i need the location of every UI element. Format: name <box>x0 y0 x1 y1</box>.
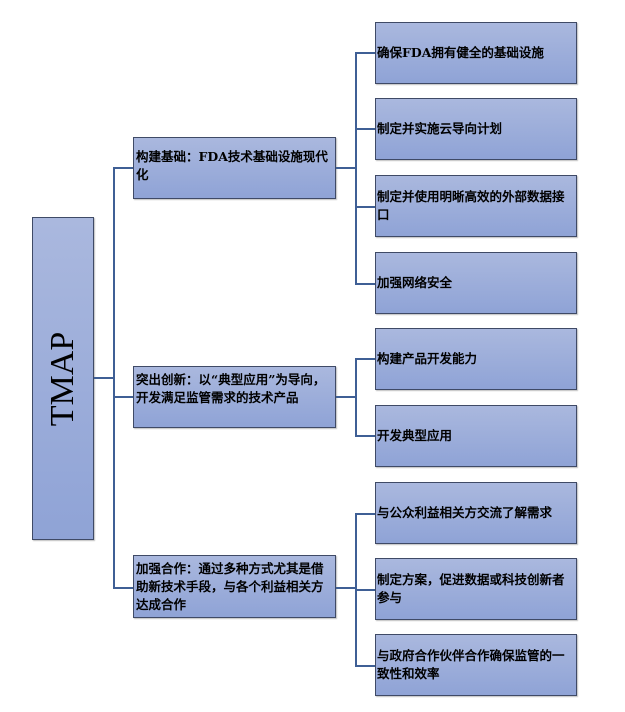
connector-leaf-3-2 <box>355 589 375 591</box>
leaf-label: 确保FDA拥有健全的基础设施 <box>377 45 544 60</box>
root-node-tmap: TMAP <box>32 217 94 540</box>
connector-branch-2-out <box>336 396 356 398</box>
branch-label: 加强合作：通过多种方式尤其是借助新技术手段，与各个利益相关方达成合作 <box>136 561 324 612</box>
leaf-node-typical-application: 开发典型应用 <box>375 405 577 467</box>
connector-branch-1-trunk <box>355 52 357 284</box>
leaf-node-innovator-participation: 制定方案，促进数据或科技创新者参与 <box>375 558 577 620</box>
connector-trunk-branch-3 <box>113 587 133 589</box>
leaf-node-cloud-plan: 制定并实施云导向计划 <box>375 98 577 160</box>
branch-label: 构建基础：FDA技术基础设施现代化 <box>136 149 328 182</box>
branch-node-build-foundation: 构建基础：FDA技术基础设施现代化 <box>133 137 336 199</box>
leaf-label: 开发典型应用 <box>377 428 453 443</box>
leaf-label: 制定并实施云导向计划 <box>377 121 503 136</box>
leaf-label: 制定并使用明晰高效的外部数据接口 <box>377 189 565 222</box>
connector-leaf-3-1 <box>355 513 375 515</box>
connector-branch-3-out <box>336 587 356 589</box>
connector-leaf-3-3 <box>355 665 375 667</box>
connector-trunk-branch-1 <box>113 167 133 169</box>
branch-node-strengthen-cooperation: 加强合作：通过多种方式尤其是借助新技术手段，与各个利益相关方达成合作 <box>133 555 336 618</box>
connector-root-to-trunk <box>94 377 114 379</box>
branch-node-highlight-innovation: 突出创新：以“典型应用”为导向，开发满足监管需求的技术产品 <box>133 366 336 428</box>
leaf-node-external-data-interface: 制定并使用明晰高效的外部数据接口 <box>375 175 577 237</box>
connector-trunk-branch-2 <box>113 396 133 398</box>
leaf-label: 与政府合作伙伴合作确保监管的一致性和效率 <box>377 648 565 681</box>
root-label: TMAP <box>44 331 81 426</box>
branch-label: 突出创新：以“典型应用”为导向，开发满足监管需求的技术产品 <box>136 372 326 405</box>
leaf-label: 加强网络安全 <box>377 275 453 290</box>
connector-leaf-1-1 <box>355 52 375 54</box>
leaf-node-robust-infrastructure: 确保FDA拥有健全的基础设施 <box>375 22 577 84</box>
connector-leaf-2-2 <box>355 435 375 437</box>
leaf-label: 与公众利益相关方交流了解需求 <box>377 505 553 520</box>
leaf-node-public-stakeholders: 与公众利益相关方交流了解需求 <box>375 482 577 544</box>
leaf-node-product-capability: 构建产品开发能力 <box>375 328 577 390</box>
leaf-label: 制定方案，促进数据或科技创新者参与 <box>377 572 565 605</box>
connector-branch-1-out <box>336 167 356 169</box>
leaf-node-government-partners: 与政府合作伙伴合作确保监管的一致性和效率 <box>375 634 577 696</box>
leaf-label: 构建产品开发能力 <box>377 351 478 366</box>
connector-leaf-2-1 <box>355 358 375 360</box>
connector-main-trunk <box>113 167 115 589</box>
connector-leaf-1-2 <box>355 128 375 130</box>
connector-leaf-1-4 <box>355 283 375 285</box>
connector-branch-2-trunk <box>355 358 357 436</box>
leaf-node-cybersecurity: 加强网络安全 <box>375 252 577 314</box>
connector-leaf-1-3 <box>355 206 375 208</box>
